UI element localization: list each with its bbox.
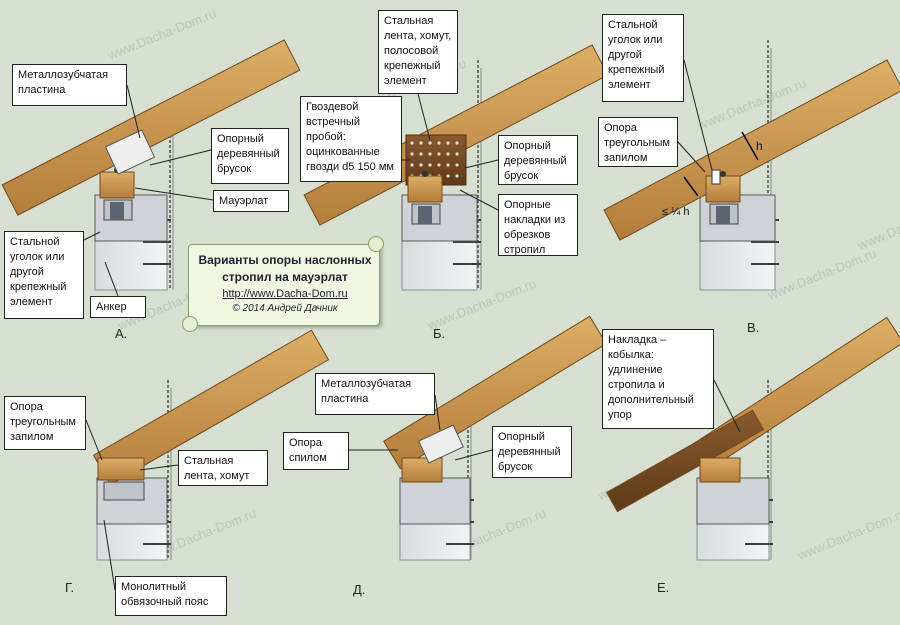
panel-b-nail [446,174,450,178]
watermark-text: www.Dacha-Dom.ru [795,506,900,564]
site-link[interactable]: http://www.Dacha-Dom.ru [222,288,348,300]
panel-b-nail [419,141,423,145]
callout-a-gang-nail-plate: Металлозубчатая пластина [12,64,127,106]
watermark-text: www.Dacha-Dom.ru [105,6,219,64]
panel-d-belt [399,477,471,525]
panel-v-angle [711,169,721,185]
panel-b-mauerlat-nut [422,171,428,177]
panel-b-mauerlat [407,175,443,203]
panel-v-h-dimension [741,131,759,161]
callout-b-steel-band: Стальная лента, хомут, полосовой крепежн… [378,10,458,94]
leader-line [417,93,431,141]
panel-b-nail [428,152,432,156]
panel-b-nail [455,174,459,178]
panel-e-overlay-board [605,409,765,513]
panel-b-nail [410,163,414,167]
scroll-curl-top-right [368,236,384,252]
callout-b-support-bar: Опорный деревянный брусок [498,135,578,185]
panel-label-d: Д. [353,582,366,597]
callout-a-mauerlat: Мауэрлат [213,190,289,212]
panel-b-nail [428,163,432,167]
panel-a-mauerlat [99,171,135,199]
panel-label-v: В. [747,320,760,335]
leader-line [459,189,499,211]
panel-b-nail [410,141,414,145]
panel-b-nail [428,141,432,145]
callout-v-steel-angle: Стальной уголок или другой крепежный эле… [602,14,684,102]
callout-a-support-bar: Опорный деревянный брусок [211,128,289,184]
scroll-curl-bottom-left [182,316,198,332]
leader-line [464,159,499,169]
panel-b-nail [437,163,441,167]
panel-e-belt [696,477,770,525]
panel-b-nail [419,152,423,156]
panel-a-gang-nail-plate [104,129,156,175]
callout-b-support-pads: Опорные накладки из обрезков стропил [498,194,578,256]
panel-a-rafter [1,39,301,216]
title-scroll: Варианты опоры наслонных стропил на мауэ… [182,236,386,332]
panel-b-mauerlat-bolt [418,206,432,224]
leader-line [149,149,212,166]
leader-line [103,519,116,591]
panel-b-nail [437,141,441,145]
panel-v-quarter-dimension [683,176,699,197]
leader-line [434,394,441,431]
panel-label-g: Г. [65,580,75,595]
callout-b-nail-fastening: Гвоздевой встречный пробой: оцинкованные… [300,96,402,182]
leader-line [126,84,141,139]
leader-line [85,419,103,461]
panel-v-h-label: h [756,139,763,153]
panel-d-mauerlat [401,457,443,483]
diagram-title-line-2: стропил на мауэрлат [222,270,348,284]
panel-v-mauerlat [705,175,741,203]
callout-d-saw-cut-support: Опора спилом [283,432,349,470]
leader-line [83,231,101,241]
leader-line [677,141,706,173]
panel-d-gang-nail-plate [418,424,464,464]
panel-a-mauerlat-bolt [110,202,124,220]
panel-v-quarter-label: ≤ ¼ h [662,206,689,218]
panel-b-nail [455,141,459,145]
diagram-title-line-1: Варианты опоры наслонных [198,253,372,267]
callout-g-triangular-notch: Опора треугольным запилом [4,396,86,450]
panel-g-mauerlat [97,457,145,481]
callout-d-support-bar: Опорный деревянный брусок [492,426,572,478]
panel-b-nail [455,152,459,156]
leader-line [134,187,214,201]
watermark-text: www.Dacha-Dom.ru [855,196,900,254]
callout-a-anchor: Анкер [90,296,146,318]
leader-line [104,261,119,297]
panel-e-mauerlat [699,457,741,483]
diagram-title: Варианты опоры наслонных стропил на мауэ… [190,252,380,286]
leader-line [683,59,713,171]
leader-line [454,449,493,461]
panel-label-a: А. [115,326,128,341]
panel-b-nail [419,163,423,167]
title-scroll-background [188,244,380,326]
panel-b-nail [437,152,441,156]
watermark-text: www.Dacha-Dom.ru [765,246,879,304]
panel-b-nail [455,163,459,167]
panel-label-e: Е. [657,580,670,595]
callout-g-monolithic-belt: Монолитный обвязочный пояс [115,576,227,616]
callout-a-steel-angle: Стальной уголок или другой крепежный эле… [4,231,84,319]
panel-b-nail [410,152,414,156]
copyright-note: © 2014 Андрей Дачник [232,303,338,314]
callout-e-rafter-extension: Накладка – кобылка: удлинение стропила и… [602,329,714,429]
panel-b-nail [446,141,450,145]
leader-line [713,379,741,433]
panel-b-nail [446,163,450,167]
panel-v-mauerlat-nut [720,171,726,177]
panel-b-nail [446,152,450,156]
panel-label-b: Б. [433,326,446,341]
panel-v-mauerlat-bolt [716,206,730,224]
callout-v-triangular-notch: Опора треугольным запилом [598,117,678,167]
callout-d-gang-nail-plate: Металлозубчатая пластина [315,373,435,415]
callout-g-steel-band: Стальная лента, хомут [178,450,268,486]
leader-line [139,464,179,471]
panel-g-band [103,481,145,501]
